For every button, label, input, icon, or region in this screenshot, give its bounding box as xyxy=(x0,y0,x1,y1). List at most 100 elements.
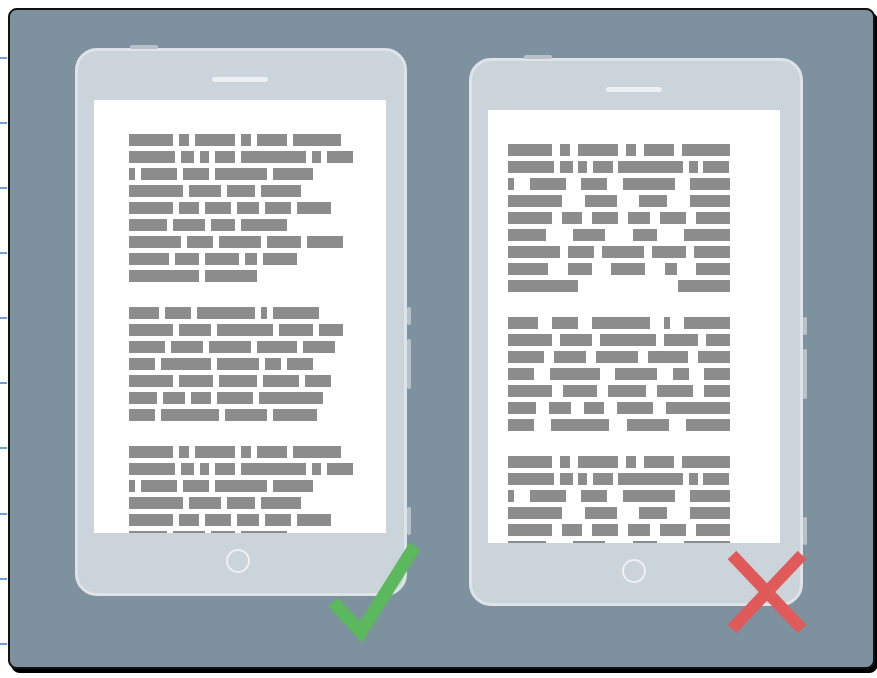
ruler-tick xyxy=(0,122,7,124)
text-word xyxy=(257,134,287,146)
text-word xyxy=(600,334,656,346)
text-word xyxy=(626,144,636,156)
text-word xyxy=(633,229,657,241)
text-word xyxy=(215,168,267,180)
text-word xyxy=(265,358,281,370)
text-word xyxy=(684,317,730,329)
text-word xyxy=(508,263,548,275)
text-word xyxy=(592,317,650,329)
text-word xyxy=(257,341,297,353)
text-word xyxy=(237,514,259,526)
text-word xyxy=(195,446,235,458)
text-line xyxy=(508,178,730,190)
text-word xyxy=(259,392,323,404)
text-word xyxy=(562,212,582,224)
text-word xyxy=(312,463,321,475)
text-word xyxy=(696,212,730,224)
text-word xyxy=(129,375,173,387)
text-word xyxy=(129,202,173,214)
text-word xyxy=(578,473,587,485)
text-word xyxy=(664,317,670,329)
text-word xyxy=(263,253,297,265)
text-word xyxy=(129,446,173,458)
text-word xyxy=(593,161,613,173)
text-word xyxy=(129,480,135,492)
text-word xyxy=(173,219,205,231)
text-line xyxy=(508,144,730,156)
text-word xyxy=(129,307,159,319)
text-word xyxy=(508,144,552,156)
text-word xyxy=(197,307,255,319)
text-line xyxy=(129,463,351,475)
text-word xyxy=(279,324,313,336)
text-line xyxy=(508,368,730,380)
text-word xyxy=(549,402,571,414)
text-word xyxy=(273,168,313,180)
phone-screen-left xyxy=(94,100,386,533)
text-word xyxy=(611,263,645,275)
text-word xyxy=(530,490,566,502)
text-line xyxy=(129,202,351,214)
text-word xyxy=(163,392,185,404)
text-word xyxy=(241,531,287,533)
text-word xyxy=(560,456,570,468)
ruler-tick xyxy=(0,382,7,384)
text-word xyxy=(297,202,331,214)
text-word xyxy=(657,385,693,397)
text-word xyxy=(508,419,534,431)
text-word xyxy=(508,456,552,468)
text-word xyxy=(245,253,257,265)
text-word xyxy=(129,497,183,509)
text-word xyxy=(215,151,235,163)
text-word xyxy=(200,151,209,163)
phone-side-button xyxy=(803,317,807,335)
text-word xyxy=(293,134,341,146)
text-word xyxy=(684,541,730,543)
text-word xyxy=(305,375,331,387)
home-button[interactable] xyxy=(622,559,646,583)
text-word xyxy=(227,185,255,197)
text-word xyxy=(179,324,211,336)
text-line xyxy=(508,456,730,468)
text-word xyxy=(129,236,181,248)
text-line xyxy=(508,490,730,502)
text-word xyxy=(508,368,534,380)
text-line xyxy=(508,524,730,536)
text-word xyxy=(215,480,267,492)
text-word xyxy=(602,246,644,258)
text-word xyxy=(205,514,231,526)
text-word xyxy=(639,195,667,207)
phone-side-button xyxy=(407,307,411,325)
text-word xyxy=(550,368,600,380)
text-word xyxy=(617,402,653,414)
text-word xyxy=(573,229,605,241)
text-word xyxy=(209,341,251,353)
text-word xyxy=(241,446,251,458)
text-line xyxy=(129,219,351,231)
text-word xyxy=(129,514,173,526)
text-word xyxy=(584,402,604,414)
text-word xyxy=(508,229,546,241)
text-word xyxy=(161,358,211,370)
home-button[interactable] xyxy=(226,549,250,573)
text-word xyxy=(704,368,730,380)
text-line xyxy=(508,334,730,346)
text-word xyxy=(273,307,319,319)
text-word xyxy=(666,402,730,414)
text-line xyxy=(129,446,351,458)
text-line xyxy=(508,161,730,173)
text-word xyxy=(179,446,189,458)
text-word xyxy=(563,385,597,397)
text-word xyxy=(129,409,155,421)
text-word xyxy=(508,280,578,292)
text-line xyxy=(508,507,730,519)
text-word xyxy=(560,334,592,346)
text-word xyxy=(179,134,189,146)
text-word xyxy=(560,473,573,485)
text-word xyxy=(219,236,261,248)
text-word xyxy=(175,253,199,265)
text-word xyxy=(141,480,177,492)
phone-speaker xyxy=(212,77,268,82)
text-word xyxy=(273,409,317,421)
text-word xyxy=(608,385,646,397)
